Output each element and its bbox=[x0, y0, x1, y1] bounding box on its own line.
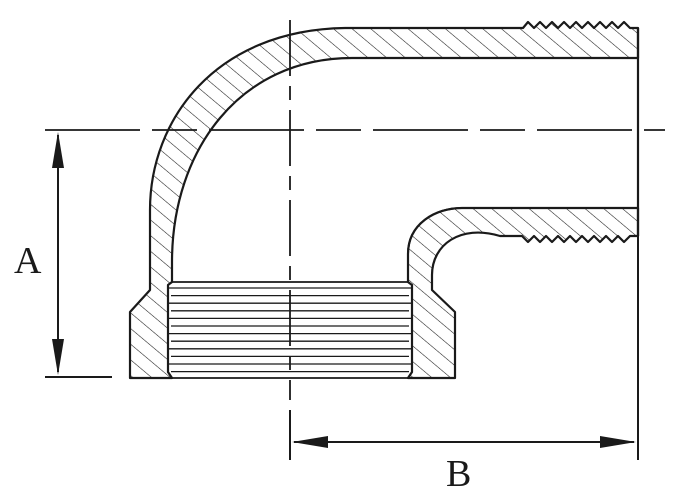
dimension-b bbox=[289, 236, 639, 460]
dimension-b-label: B bbox=[446, 453, 471, 495]
dim-b-arrow-left bbox=[292, 436, 328, 448]
elbow-section-wall bbox=[128, 20, 640, 380]
dim-a-arrow-top bbox=[52, 132, 64, 168]
dim-a-arrow-bottom bbox=[52, 339, 64, 375]
dimension-a bbox=[45, 132, 112, 378]
inner-bend-curve bbox=[407, 207, 463, 255]
internal-thread bbox=[167, 281, 413, 379]
center-lines bbox=[45, 20, 665, 400]
dimension-a-label: A bbox=[14, 240, 42, 282]
dim-b-arrow-right bbox=[600, 436, 636, 448]
